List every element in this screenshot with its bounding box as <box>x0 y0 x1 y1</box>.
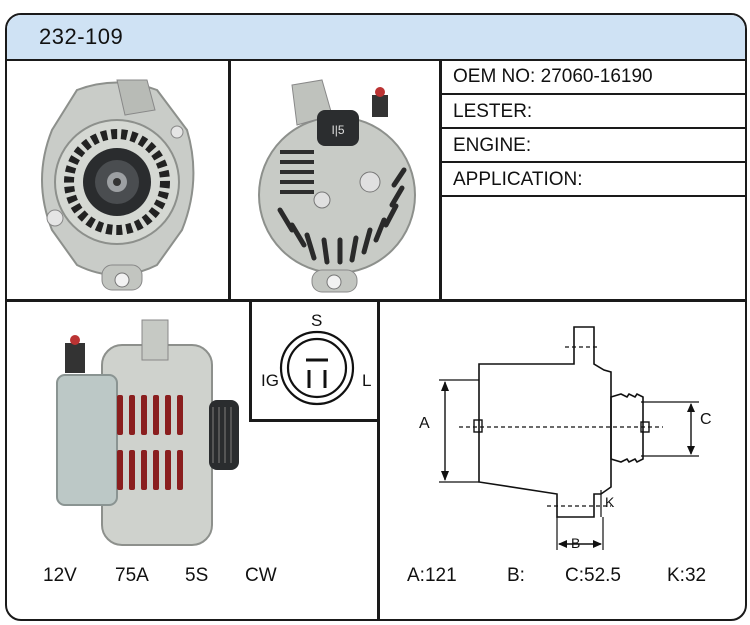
dim-b-arrow-right <box>593 540 602 548</box>
dim-c-arrow-bottom <box>687 446 695 455</box>
oem-value: 27060-16190 <box>540 66 653 87</box>
shaft-end <box>473 419 483 433</box>
vertical-divider-2 <box>439 59 442 301</box>
dimension-a-value: A:121 <box>407 565 457 586</box>
svg-text:I|5: I|5 <box>331 123 344 137</box>
engine-row: ENGINE: <box>453 135 531 157</box>
dim-label-k: K <box>605 494 615 510</box>
info-row-divider-2 <box>441 127 745 129</box>
dimension-drawing <box>439 326 699 550</box>
oem-row: OEM NO: 27060-16190 <box>453 66 653 88</box>
pulley-outline <box>610 392 644 464</box>
application-row: APPLICATION: <box>453 169 583 191</box>
lester-label: LESTER: <box>453 101 533 122</box>
dim-a-arrow-top <box>441 381 449 391</box>
connector-outer-ring <box>279 330 355 406</box>
alternator-side-view <box>56 319 239 546</box>
dim-c-arrow-top <box>687 403 695 412</box>
header-bar: 232-109 <box>7 15 745 61</box>
connector-box-bottom <box>249 419 379 422</box>
dimension-c-value: C:52.5 <box>565 565 621 586</box>
application-label: APPLICATION: <box>453 169 583 190</box>
alternator-front-view <box>41 79 195 291</box>
info-row-divider-1 <box>441 93 745 95</box>
engine-label: ENGINE: <box>453 135 532 156</box>
spec-sheet: 232-109 OEM NO: 27060-16190 LESTER: ENGI… <box>5 13 747 621</box>
dim-b-arrow-left <box>558 540 567 548</box>
dim-a-arrow-bottom <box>441 471 449 481</box>
spec-rotation: CW <box>245 565 277 586</box>
housing-outline <box>478 326 612 518</box>
vertical-divider-4 <box>377 299 380 619</box>
info-row-divider-3 <box>441 161 745 163</box>
alternator-rear-view: I|5 <box>258 79 416 293</box>
vertical-divider-1 <box>228 59 231 301</box>
dimension-b-value: B: <box>507 565 525 586</box>
info-row-divider-4 <box>441 195 745 197</box>
dim-label-c: C <box>700 411 712 428</box>
connector-label-l: L <box>362 371 372 390</box>
connector-diagram <box>279 330 355 406</box>
dim-label-a: A <box>419 415 430 432</box>
part-number-title: 232-109 <box>39 24 124 49</box>
vertical-divider-3 <box>249 299 252 421</box>
connector-label-ig: IG <box>261 371 279 390</box>
connector-label-s: S <box>311 311 323 330</box>
spec-amperage: 75A <box>115 565 149 586</box>
oem-label: OEM NO: <box>453 66 536 87</box>
spec-voltage: 12V <box>43 565 77 586</box>
connector-inner-ring <box>286 337 348 399</box>
spec-pulley: 5S <box>185 565 209 586</box>
lester-row: LESTER: <box>453 101 532 123</box>
dimension-k-value: K:32 <box>667 565 707 586</box>
horizontal-divider-mid <box>7 299 745 302</box>
dim-label-b: B <box>571 535 581 551</box>
